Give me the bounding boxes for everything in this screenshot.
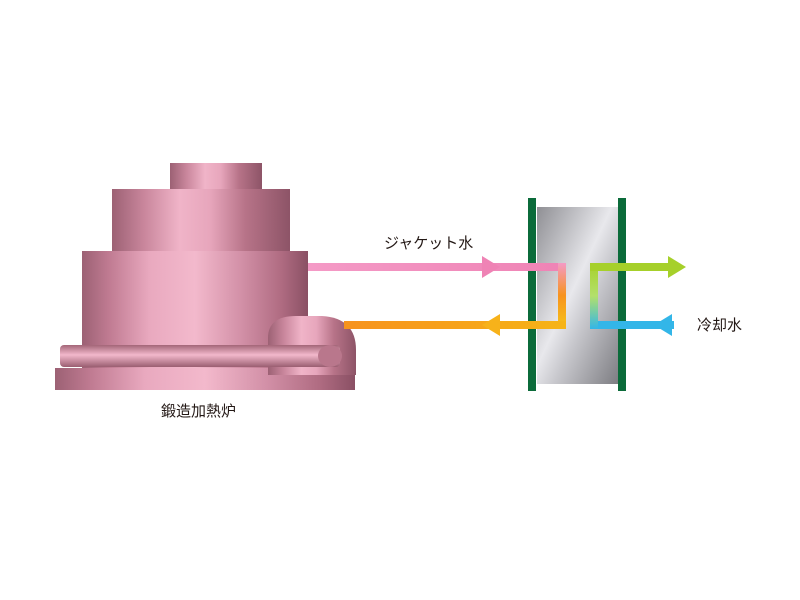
cooling-in-arrow-icon: [654, 314, 672, 336]
forging-furnace-icon: [55, 163, 356, 390]
jacket-return-arrow-icon: [482, 314, 500, 336]
cooling-water-line: [590, 256, 686, 336]
jacket-water-supply-line: [308, 256, 564, 278]
jacket-water-label: ジャケット水: [384, 234, 474, 252]
cooling-out-arrow-icon: [668, 256, 686, 278]
heat-exchanger-left-wall: [528, 198, 536, 391]
cooling-vertical-pipe: [590, 263, 598, 329]
jacket-water-return-line: [344, 263, 566, 336]
heat-exchanger-right-wall: [618, 198, 626, 391]
cooling-water-label: 冷却水: [697, 316, 743, 334]
jacket-return-pipe: [344, 321, 566, 329]
jacket-supply-arrow-icon: [482, 256, 500, 278]
furnace-middle-block: [112, 189, 290, 255]
cooling-out-pipe: [590, 263, 672, 271]
jacket-return-vertical-pipe: [558, 263, 566, 328]
furnace-pipe-end: [318, 345, 342, 367]
furnace-label: 鍛造加熱炉: [161, 402, 237, 420]
jacket-supply-pipe: [308, 263, 564, 271]
heat-exchanger-icon: [528, 198, 626, 391]
heat-exchanger-body: [537, 207, 620, 384]
furnace-pipe: [60, 345, 340, 367]
cooling-in-pipe: [590, 321, 674, 329]
